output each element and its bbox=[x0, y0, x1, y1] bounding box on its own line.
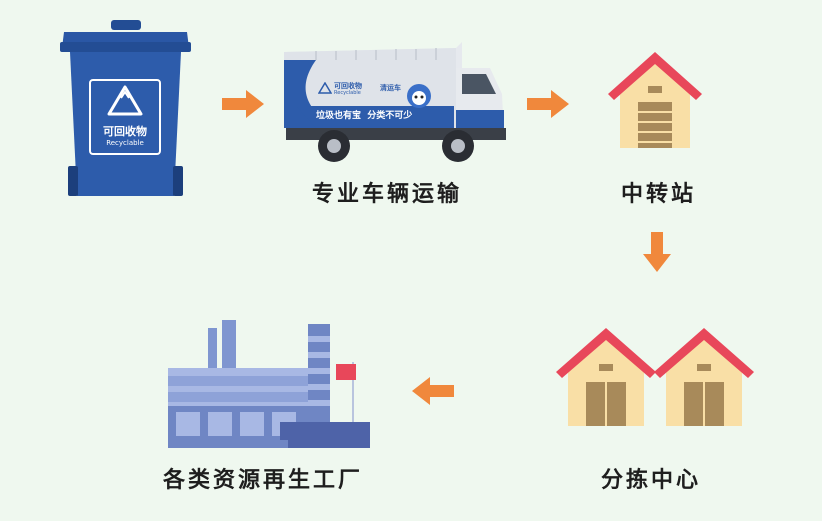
step-label-transfer-station: 中转站 bbox=[621, 182, 697, 207]
house-icon bbox=[654, 326, 754, 426]
house-icon bbox=[556, 326, 656, 426]
step-label-sorting-center: 分拣中心 bbox=[601, 468, 702, 493]
recycle-icon bbox=[106, 84, 144, 118]
bin-label-text: 可回收物 bbox=[103, 125, 147, 138]
arrow-icon bbox=[412, 375, 454, 407]
truck-panel-side: 清运车 bbox=[380, 84, 401, 92]
recycle-icon bbox=[318, 82, 332, 94]
step-label-recycling-factory: 各类资源再生工厂 bbox=[163, 468, 364, 493]
step-label-transport: 专业车辆运输 bbox=[312, 182, 463, 207]
arrow-icon bbox=[641, 232, 673, 272]
factory-icon bbox=[164, 318, 370, 448]
truck-panel-sub: Recyclable bbox=[334, 90, 361, 96]
transport-truck: 可回收物 Recyclable 清运车 垃圾也有宝 分类不可少 bbox=[276, 38, 508, 164]
arrow-icon bbox=[222, 88, 264, 120]
bin-label-sub: Recyclable bbox=[106, 139, 144, 147]
arrow-icon bbox=[527, 88, 569, 120]
truck-slogan: 垃圾也有宝 分类不可少 bbox=[316, 111, 413, 121]
house-icon bbox=[606, 48, 704, 148]
truck-panel-title: 可回收物 bbox=[334, 82, 362, 90]
recycle-bin: 可回收物 Recyclable bbox=[58, 18, 193, 204]
